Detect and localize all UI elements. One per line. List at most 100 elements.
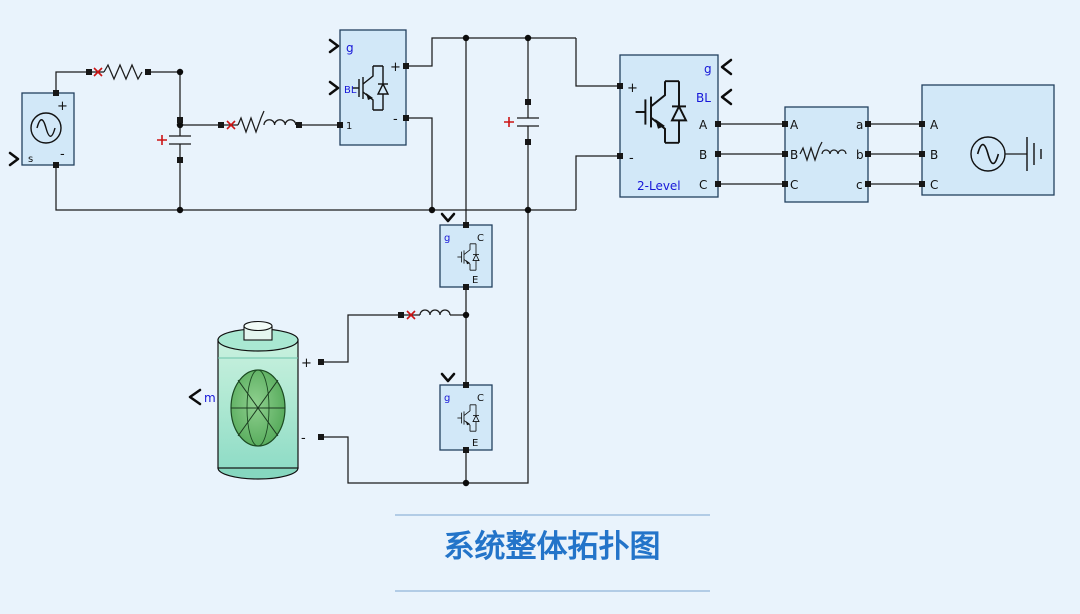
boost-igbt-body[interactable] <box>339 29 407 146</box>
gate-chevron-icon <box>720 58 733 76</box>
signal-chevron-icon <box>8 151 20 167</box>
port-square <box>337 122 343 128</box>
port-square <box>525 99 531 105</box>
bl-chevron-icon <box>328 80 340 96</box>
capacitor-c1[interactable] <box>169 135 191 145</box>
port-square <box>525 139 531 145</box>
port-square <box>782 151 788 157</box>
converter-c-label: C <box>699 178 707 192</box>
battery-cap-top <box>243 320 273 332</box>
port-square <box>715 151 721 157</box>
chopper-lower-body[interactable] <box>439 384 493 451</box>
converter-body[interactable] <box>619 54 719 198</box>
port-square <box>318 434 324 440</box>
wire-bottom-rail[interactable] <box>55 165 576 211</box>
rlc-in-c-label: C <box>790 178 798 192</box>
ac-source-plus-label: + <box>57 99 68 114</box>
port-square <box>463 222 469 228</box>
rlc-out-b-label: b <box>856 148 864 162</box>
port-square <box>53 90 59 96</box>
chopper-lower-igbt-block[interactable]: g C E <box>439 372 493 453</box>
wire-dcbus-to-converter-plus[interactable] <box>575 38 617 87</box>
caption: 系统整体拓扑图 <box>395 514 710 592</box>
rlc-out-a-label: a <box>856 118 863 132</box>
three-phase-rlc-branch-block[interactable]: A B C a b c <box>782 106 871 203</box>
wire-chopper-return[interactable] <box>466 210 529 484</box>
measurement-mark <box>406 310 416 320</box>
resistor-r1[interactable] <box>103 63 143 81</box>
junction-dots <box>176 34 532 487</box>
rlc-zigzag-icon <box>799 141 823 162</box>
wire-source-top[interactable] <box>55 71 86 93</box>
converter-g-label: g <box>704 62 712 76</box>
port-square <box>919 151 925 157</box>
port-square <box>403 63 409 69</box>
chopper-lower-c-label: C <box>477 393 484 404</box>
rlc-out-c-label: c <box>856 178 863 192</box>
port-square <box>145 69 151 75</box>
boost-igbt-block[interactable]: g BL 1 + - <box>328 29 409 146</box>
junction-dot <box>462 479 470 487</box>
sine-source-icon <box>30 112 62 144</box>
gate-chevron-icon <box>328 38 340 54</box>
rl-inductor-coils <box>263 119 297 126</box>
port-square <box>865 121 871 127</box>
port-square <box>296 122 302 128</box>
two-level-converter-block[interactable]: g BL + - A B C 2-Level <box>617 54 733 198</box>
junction-dot <box>176 68 184 76</box>
grid-a-label: A <box>930 118 939 132</box>
port-square <box>177 157 183 163</box>
port-square <box>919 121 925 127</box>
wire-igbt-minus-to-rail[interactable] <box>406 117 433 210</box>
battery-minus-label: - <box>301 431 306 446</box>
grid-c-label: C <box>930 178 938 192</box>
battery-inductor[interactable] <box>419 309 451 316</box>
gate-chevron-icon <box>440 212 456 223</box>
wire-to-battery-plus[interactable] <box>324 314 398 363</box>
port-square <box>463 284 469 290</box>
boost-igbt-bl-label: BL <box>344 85 357 96</box>
grid-source-body[interactable] <box>921 84 1055 196</box>
three-phase-source-block[interactable]: A B C <box>919 84 1055 196</box>
rl-zigzag <box>237 110 265 134</box>
wire-to-battery-minus[interactable] <box>324 436 466 484</box>
port-square <box>177 117 183 123</box>
port-square <box>617 83 623 89</box>
port-square <box>865 181 871 187</box>
bl-chevron-icon <box>720 88 733 106</box>
port-square <box>715 181 721 187</box>
port-square <box>53 162 59 168</box>
converter-minus-label: - <box>629 151 634 166</box>
port-square <box>398 312 404 318</box>
element-port-squares <box>86 69 531 318</box>
gate-chevron-icon <box>440 372 456 383</box>
port-square <box>919 181 925 187</box>
ground-icon <box>1026 137 1042 171</box>
battery-m-label: m <box>204 391 216 405</box>
dc-bus-capacitor[interactable] <box>517 117 539 127</box>
junction-dot <box>462 34 470 42</box>
rlc-in-b-label: B <box>790 148 798 162</box>
converter-plus-label: + <box>627 81 638 96</box>
series-rl-branch[interactable] <box>237 110 297 134</box>
converter-a-label: A <box>699 118 708 132</box>
page-title: 系统整体拓扑图 <box>444 529 661 565</box>
rlc-branch-body[interactable] <box>784 106 869 203</box>
port-square <box>782 181 788 187</box>
junction-dot <box>176 121 184 129</box>
port-square <box>617 153 623 159</box>
wire-igbt-plus-to-dcbus[interactable] <box>406 37 576 67</box>
port-square <box>218 122 224 128</box>
port-square <box>782 121 788 127</box>
junction-dot <box>524 206 532 214</box>
chopper-upper-g-label: g <box>444 233 450 244</box>
port-square <box>463 447 469 453</box>
chopper-upper-igbt-block[interactable]: g C E <box>439 212 493 290</box>
capacitor-plates <box>517 117 539 127</box>
chopper-upper-body[interactable] <box>439 224 493 288</box>
battery-block[interactable]: m + - <box>188 320 324 480</box>
junction-dot <box>524 34 532 42</box>
measurement-mark <box>93 67 103 77</box>
wire-rail-to-converter-minus[interactable] <box>575 155 617 210</box>
ac-source-block[interactable]: + - s <box>8 90 75 168</box>
